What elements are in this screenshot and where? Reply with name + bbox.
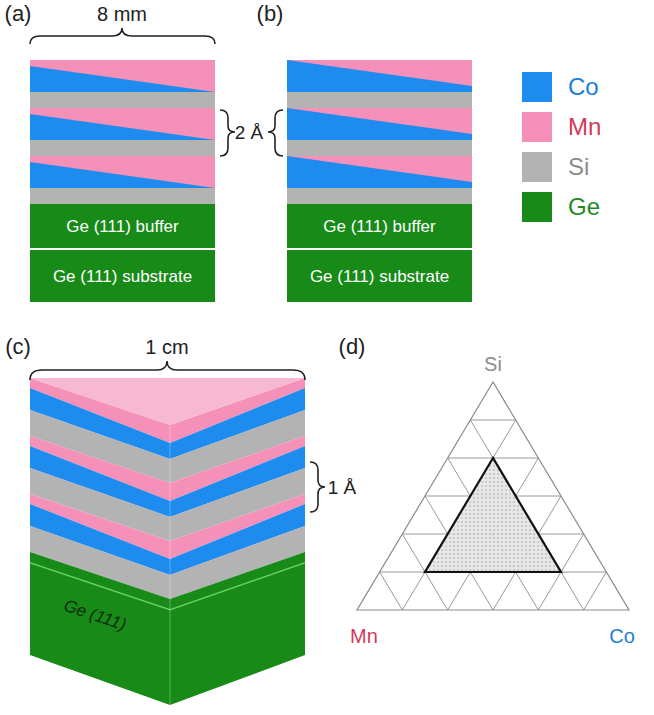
axis-label: Co	[609, 626, 635, 646]
legend-swatch	[522, 192, 552, 222]
interface-line	[170, 562, 305, 611]
buffer-layer: Ge (111) buffer	[287, 204, 472, 248]
legend-swatch	[522, 72, 552, 102]
panel-letter: (d)	[339, 336, 366, 358]
legend-text: Mn	[568, 115, 601, 139]
ge-substrate	[170, 552, 305, 705]
si-layer	[30, 140, 215, 156]
axis-label: Mn	[350, 626, 378, 646]
axis-label: Si	[484, 354, 502, 374]
mn-wedge	[287, 108, 472, 134]
si-layer	[30, 92, 215, 108]
co-wedge	[287, 156, 472, 188]
panel-letter: (a)	[5, 3, 32, 25]
substrate-layer: Ge (111) substrate	[287, 250, 472, 302]
co-wedge	[287, 60, 472, 92]
si-layer	[287, 188, 472, 204]
layer-label: Ge (111) buffer	[66, 218, 178, 235]
si-layer	[287, 140, 472, 156]
dimension: 2 Å	[235, 123, 264, 142]
legend-text: Si	[568, 155, 589, 179]
composition-region	[425, 458, 561, 572]
front-edge	[170, 425, 171, 705]
panel-letter: (c)	[5, 336, 31, 358]
legend-item: Co	[522, 72, 599, 102]
top-face	[30, 378, 305, 425]
layer-label: Ge (111) substrate	[53, 268, 192, 285]
interface-line	[30, 562, 170, 611]
panel-letter: (b)	[257, 3, 284, 25]
layer-label: Ge (111) substrate	[310, 268, 449, 285]
layer-label: Ge (111) buffer	[323, 218, 435, 235]
dimension: 8 mm	[97, 4, 147, 24]
legend-item: Ge	[522, 192, 600, 222]
si-layer	[287, 92, 472, 108]
dimension: 1 Å	[328, 478, 357, 497]
ge-substrate	[30, 552, 170, 705]
ternary-outline	[357, 382, 629, 610]
grid-line	[470, 420, 515, 421]
legend-text: Ge	[568, 195, 600, 219]
mn-wedge	[287, 156, 472, 182]
brackets	[30, 28, 325, 512]
si-layer	[30, 188, 215, 204]
co-wedge	[287, 108, 472, 140]
legend-text: Co	[568, 75, 599, 99]
dimension: 1 cm	[145, 337, 188, 357]
co-wedge	[30, 114, 215, 140]
mn-wedge	[287, 60, 472, 86]
legend-item: Si	[522, 152, 589, 182]
grid-line	[584, 572, 607, 610]
mn-wedge	[30, 108, 215, 140]
substrate-layer: Ge (111) substrate	[30, 250, 215, 302]
mn-wedge	[30, 156, 215, 188]
mn-wedge	[30, 60, 215, 92]
legend-item: Mn	[522, 112, 601, 142]
legend-swatch	[522, 152, 552, 182]
buffer-layer: Ge (111) buffer	[30, 204, 215, 248]
co-wedge	[30, 66, 215, 92]
legend-swatch	[522, 112, 552, 142]
grid-line	[380, 572, 403, 610]
co-wedge	[30, 162, 215, 188]
